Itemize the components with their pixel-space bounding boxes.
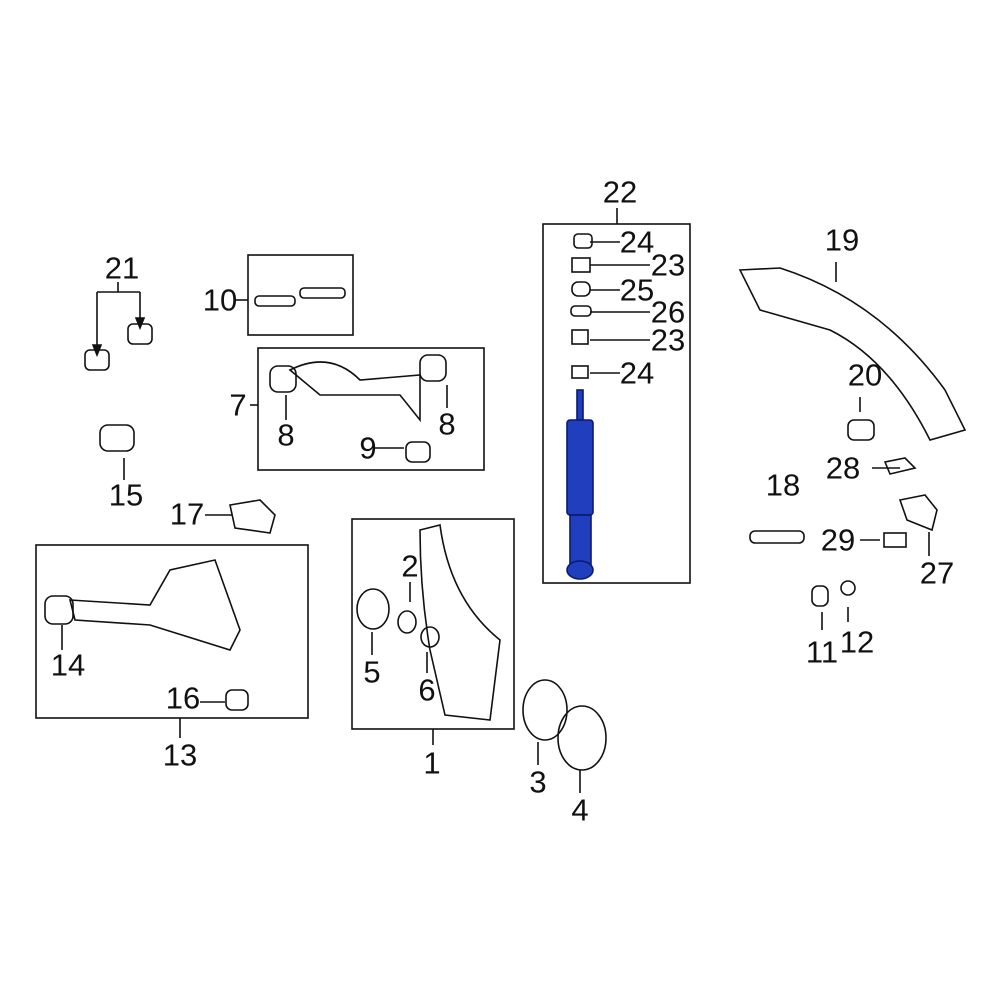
callout-5[interactable]: 5 bbox=[363, 654, 381, 690]
callout-3[interactable]: 3 bbox=[529, 764, 547, 800]
cam-bolt-box bbox=[247, 254, 354, 336]
callout-24[interactable]: 24 bbox=[619, 224, 655, 260]
callout-1[interactable]: 1 bbox=[423, 745, 441, 781]
callout-15[interactable]: 15 bbox=[108, 477, 144, 513]
callout-20[interactable]: 20 bbox=[847, 357, 883, 393]
upper-arm-box bbox=[257, 347, 485, 471]
callout-25[interactable]: 25 bbox=[619, 272, 655, 308]
lower-arm-box bbox=[35, 544, 309, 719]
callout-29[interactable]: 29 bbox=[820, 522, 856, 558]
callout-13[interactable]: 13 bbox=[162, 737, 198, 773]
callout-21[interactable]: 21 bbox=[104, 250, 140, 286]
callout-19[interactable]: 19 bbox=[824, 222, 860, 258]
callout-18[interactable]: 18 bbox=[765, 467, 801, 503]
callout-11[interactable]: 11 bbox=[805, 634, 839, 670]
callout-23[interactable]: 23 bbox=[650, 247, 686, 283]
part-sketches bbox=[44, 233, 967, 771]
callout-10[interactable]: 10 bbox=[202, 282, 238, 318]
callout-12[interactable]: 12 bbox=[839, 624, 875, 660]
shock-absorber-22 bbox=[566, 419, 594, 516]
callout-22[interactable]: 22 bbox=[602, 174, 638, 210]
callout-26[interactable]: 26 bbox=[650, 294, 686, 330]
callout-28[interactable]: 28 bbox=[825, 450, 861, 486]
group-boxes bbox=[35, 208, 691, 745]
callout-6[interactable]: 6 bbox=[418, 672, 436, 708]
callout-2[interactable]: 2 bbox=[401, 548, 419, 584]
callout-24[interactable]: 24 bbox=[619, 355, 655, 391]
callout-7[interactable]: 7 bbox=[229, 387, 247, 423]
callout-8[interactable]: 8 bbox=[277, 417, 295, 453]
callout-9[interactable]: 9 bbox=[359, 430, 377, 466]
frame-bracket-19 bbox=[738, 267, 967, 441]
callout-27[interactable]: 27 bbox=[919, 555, 955, 591]
callout-4[interactable]: 4 bbox=[571, 792, 589, 828]
callout-14[interactable]: 14 bbox=[50, 647, 86, 683]
callout-8[interactable]: 8 bbox=[438, 406, 456, 442]
callout-23[interactable]: 23 bbox=[650, 322, 686, 358]
callout-17[interactable]: 17 bbox=[169, 496, 205, 532]
callout-16[interactable]: 16 bbox=[165, 680, 201, 716]
